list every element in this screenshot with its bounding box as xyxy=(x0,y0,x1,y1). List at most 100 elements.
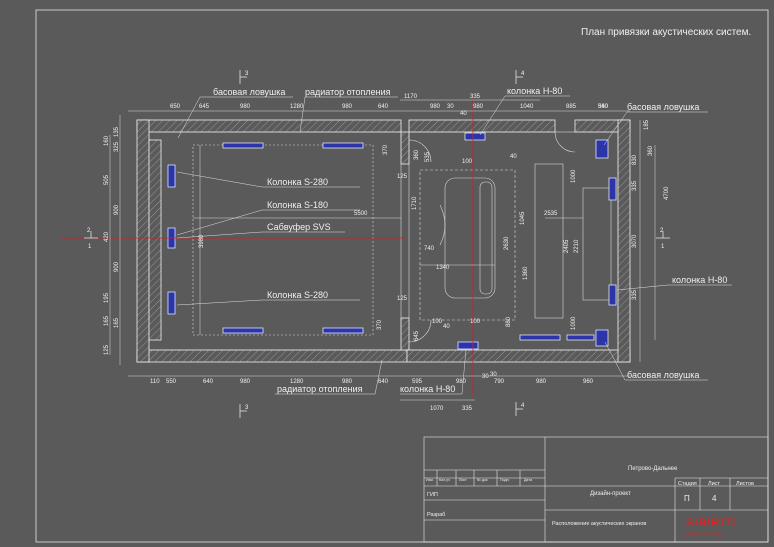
dim-inner: 335 xyxy=(632,180,638,191)
dim-top-2: 980 xyxy=(430,104,441,110)
dim-bottom: 640 xyxy=(203,379,214,385)
dim-left: 160 xyxy=(104,135,110,146)
room-outline xyxy=(148,131,619,351)
dim-top-small: 40 xyxy=(460,111,467,117)
dim-inner: 335 xyxy=(632,289,638,300)
dim-inner: 125 xyxy=(397,174,408,180)
dim-bottom: 980 xyxy=(536,379,547,385)
dim-bottom: 595 xyxy=(412,379,423,385)
speaker-s280-top xyxy=(167,164,176,188)
dim-inner: 2630 xyxy=(504,236,510,250)
dim-top: 1170 xyxy=(404,94,418,100)
speaker-h80-top xyxy=(464,132,486,141)
dim-inner: 4700 xyxy=(664,186,670,200)
dim-top-2: 30 xyxy=(447,104,454,110)
dim-inner: 185 xyxy=(644,119,650,130)
company-logo: SIBIRITI xyxy=(686,517,736,529)
axis-lines xyxy=(60,100,474,395)
title-block xyxy=(423,436,769,543)
tb-sheet-header: Лист xyxy=(708,481,720,487)
label-column-h80-bottom: колонка H-80 xyxy=(400,384,455,394)
dim-bottom: 980 xyxy=(342,379,353,385)
dim-inner: 880 xyxy=(506,316,512,327)
dim-inner: 100 xyxy=(470,319,481,325)
dim-top: 1040 xyxy=(520,104,534,110)
label-subwoofer: Сабвуфер SVS xyxy=(267,222,331,232)
tb-sheets-header: Листов xyxy=(736,481,754,487)
dim-left: 420 xyxy=(104,231,110,242)
tb-razrab: Разраб xyxy=(427,512,445,518)
dim-inner: 1710 xyxy=(412,196,418,210)
label-bass-trap-top: басовая ловушка xyxy=(213,87,285,97)
dim-inner: 3980 xyxy=(199,234,205,248)
dim-inner: 1360 xyxy=(523,266,529,280)
section-marks xyxy=(84,70,670,418)
dim-inner: 100 xyxy=(432,319,443,325)
dim-inner: 1000 xyxy=(571,316,577,330)
dim-inner: 165 xyxy=(104,315,110,326)
dim-bottom: 1280 xyxy=(290,379,304,385)
dim-inner: 2405 xyxy=(564,239,570,253)
dim-top-small: 100 xyxy=(462,159,473,165)
walls xyxy=(136,119,631,363)
dim-inner: 370 xyxy=(383,144,389,155)
dim-top: 1280 xyxy=(290,104,304,110)
dim-top: 645 xyxy=(199,104,210,110)
label-radiator-bottom: радиатор отопления xyxy=(277,384,363,394)
dim-top: 980 xyxy=(240,104,251,110)
dim-left: 165 xyxy=(114,317,120,328)
dim-inner: 125 xyxy=(397,296,408,302)
tb-row-label: Изм. xyxy=(426,478,434,482)
section-mark-4-bottom: 4 xyxy=(521,403,525,409)
dim-inner: 360 xyxy=(648,145,654,156)
tb-gip: ГИП xyxy=(427,492,438,498)
dim-left: 135 xyxy=(114,126,120,137)
tb-row-label: Лист xyxy=(459,478,467,482)
tb-row-labels: Изм. Кол.уч Лист № док Подп. Дата xyxy=(426,478,532,482)
dim-top: 885 xyxy=(566,104,577,110)
section-mark-3-bottom: 3 xyxy=(245,405,249,411)
tb-section: Дизайн-проект xyxy=(590,490,631,497)
dim-left: 900 xyxy=(114,204,120,215)
dim-bottom: 790 xyxy=(494,379,505,385)
dim-top-2: 980 xyxy=(473,104,484,110)
speaker-h80-bottom xyxy=(457,341,479,350)
label-column-s280-bottom: Колонка S-280 xyxy=(267,290,328,300)
dim-bottom: 960 xyxy=(583,379,594,385)
plan-title: План привязки акустических систем. xyxy=(581,27,751,38)
speakers xyxy=(167,132,617,350)
tb-stage-header: Стадия xyxy=(678,481,697,487)
label-bass-trap-bottom: басовая ловушка xyxy=(627,370,699,380)
dim-inner: 3070 xyxy=(632,234,638,248)
dim-top: 650 xyxy=(170,104,181,110)
dim-bottom: 110 xyxy=(150,379,160,385)
dim-bottom: 640 xyxy=(378,379,389,385)
dim-inner: 1000 xyxy=(571,169,577,183)
dim-top-small: 40 xyxy=(510,154,517,160)
dim-left: 900 xyxy=(114,261,120,272)
dim-inner: 645 xyxy=(414,330,420,341)
dim-inner: 535 xyxy=(425,151,431,162)
label-column-s280-top: Колонка S-280 xyxy=(267,177,328,187)
speaker-right-2 xyxy=(608,284,617,306)
speaker-s280-bottom xyxy=(167,291,176,315)
dim-left: 125 xyxy=(104,344,110,355)
leader-lines xyxy=(176,95,732,395)
tb-project: Петрово-Дальнее xyxy=(628,466,678,472)
label-column-h80-top: колонка H-80 xyxy=(507,86,562,96)
dim-inner: 370 xyxy=(377,319,383,330)
tb-row-label: № док xyxy=(477,478,488,482)
dim-left: 505 xyxy=(104,174,110,185)
company-logo-sub: ДИЗАЙН ИНТЕРЬЕРА xyxy=(686,532,723,536)
label-bass-trap-right-top: басовая ловушка xyxy=(627,102,699,112)
dim-bottom: 980 xyxy=(456,379,467,385)
sofa xyxy=(439,177,496,299)
tb-row-label: Кол.уч xyxy=(439,478,450,482)
dim-inner: 830 xyxy=(632,154,638,165)
label-column-s180: Колонка S-180 xyxy=(267,200,328,210)
section-mark-1-left: 1 xyxy=(88,244,92,250)
dim-bottom-2: 1070 xyxy=(430,406,444,412)
dim-inner: 30 xyxy=(490,372,497,378)
dim-bottom-2: 335 xyxy=(462,406,473,412)
section-mark-2-left: 2 xyxy=(87,228,91,234)
